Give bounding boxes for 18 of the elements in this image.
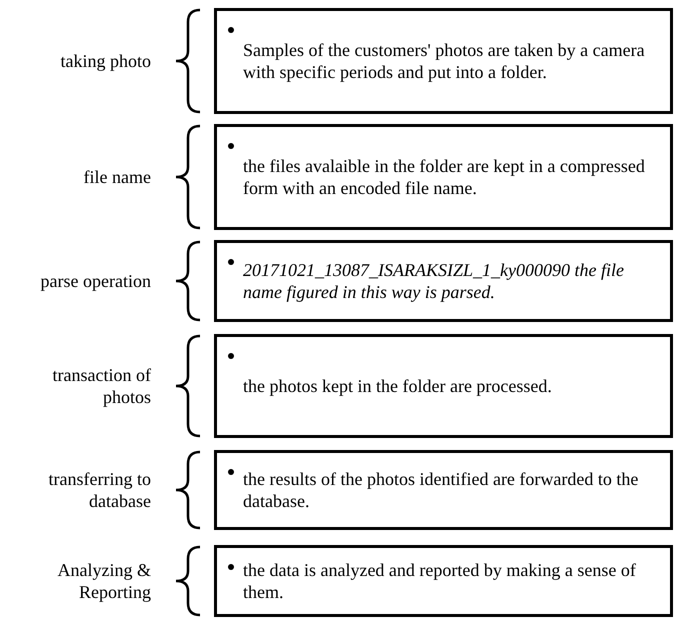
step-description: the photos kept in the folder are processed. <box>243 374 552 398</box>
step-box <box>214 124 673 230</box>
step-box <box>214 240 673 322</box>
step-box <box>214 334 673 438</box>
step-description: Samples of the customers' photos are taken by a camera with specific periods and put into a folder. <box>243 38 646 84</box>
step-box <box>214 545 673 617</box>
step-label: transferring to database <box>48 468 151 512</box>
step-label: Analyzing & Reporting <box>56 558 151 604</box>
step-label: taking photo <box>60 50 151 72</box>
step-description: 20171021_13087_ISARAKSIZL_1_ky000090 the file name figured in this way is parsed. <box>243 258 625 304</box>
step-box <box>214 8 673 114</box>
step-label: parse operation <box>40 270 151 292</box>
step-description: the data is analyzed and reported by making a sense of them. <box>243 558 637 604</box>
step-description: the results of the photos identified are forwarded to the database. <box>243 468 640 512</box>
step-label: file name <box>82 166 151 188</box>
step-box <box>214 450 673 530</box>
step-description: the files avalaible in the folder are kept in a compressed form with an encoded file name. <box>243 154 646 200</box>
step-label: transaction of photos <box>52 364 151 408</box>
